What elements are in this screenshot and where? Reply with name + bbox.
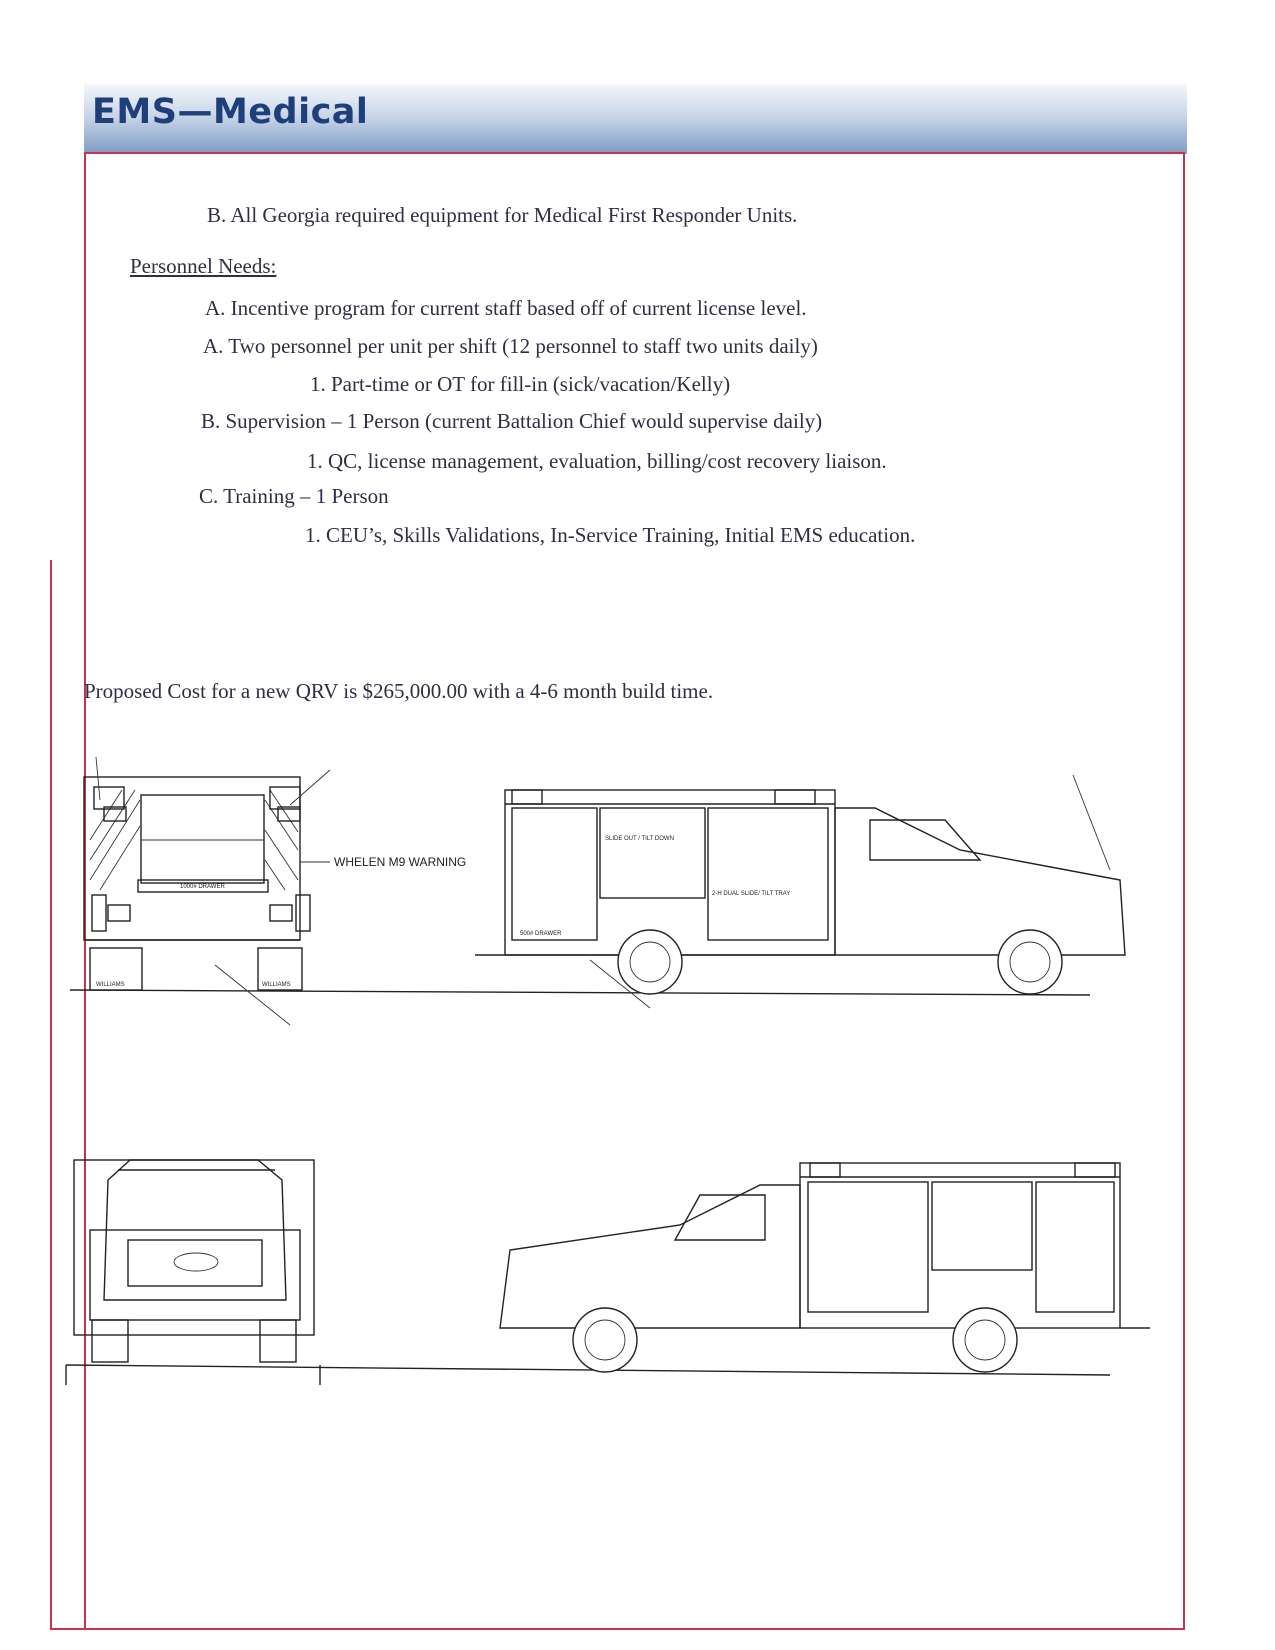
- whelen-callout: WHELEN M9 WARNING: [334, 855, 466, 869]
- list-item: C. Training – 1 Person: [199, 484, 389, 508]
- rear-view-drawing: 1000# DRAWER WILLIAMS WILLIAMS: [69, 756, 1091, 1026]
- slide-tray-label: SLIDE OUT / TILT DOWN: [605, 836, 674, 842]
- side-drawer-label: 500# DRAWER: [520, 931, 562, 937]
- frame-line-bottom: [50, 1628, 1168, 1630]
- mudflap-label: WILLIAMS: [262, 982, 291, 988]
- cost-line: Proposed Cost for a new QRV is $265,000.…: [84, 679, 714, 703]
- side-view-drawing: 500# DRAWER SLIDE OUT / TILT DOWN 2-H DU…: [475, 774, 1126, 1009]
- list-item: 1. Part-time or OT for fill-in (sick/vac…: [310, 372, 731, 396]
- header-band: [84, 84, 1187, 154]
- equipment-line: B. All Georgia required equipment for Me…: [207, 203, 798, 227]
- list-item: B. Supervision – 1 Person (current Batta…: [201, 409, 823, 433]
- tray-label: 2-H DUAL SLIDE/ TILT TRAY: [712, 891, 790, 897]
- list-item: A. Two personnel per unit per shift (12 …: [203, 334, 818, 358]
- rear-drawer-label: 1000# DRAWER: [180, 884, 225, 890]
- mudflap-label: WILLIAMS: [96, 982, 125, 988]
- page-title: EMS—Medical: [92, 92, 369, 132]
- side-view-mirrored-drawing: [499, 1162, 1150, 1373]
- list-item: 1. CEU’s, Skills Validations, In-Service…: [305, 523, 916, 547]
- frame-line-left: [50, 560, 52, 1630]
- personnel-heading: Personnel Needs:: [130, 254, 277, 278]
- front-view-drawing: [65, 1159, 1111, 1385]
- list-item: 1. QC, license management, evaluation, b…: [307, 449, 887, 473]
- list-item: A. Incentive program for current staff b…: [205, 296, 807, 320]
